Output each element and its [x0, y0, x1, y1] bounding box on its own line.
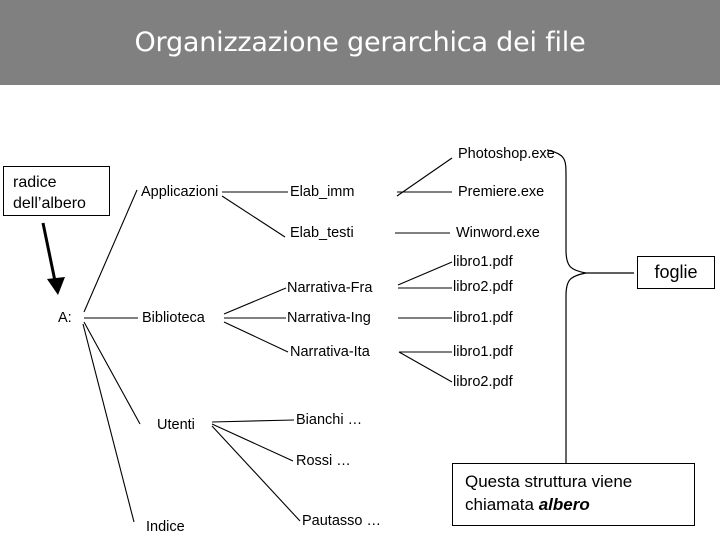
foglie-callout-label: foglie — [654, 262, 698, 282]
tree-leaf-libro2-ita[interactable]: libro2.pdf — [453, 374, 513, 390]
root-callout-arrow-shaft — [41, 222, 58, 287]
page-title: Organizzazione gerarchica dei file — [134, 27, 586, 58]
tree-leaf-winword[interactable]: Winword.exe — [456, 225, 540, 241]
tree-leaf-libro2-fra[interactable]: libro2.pdf — [453, 279, 513, 295]
tree-leaf-libro1-ita[interactable]: libro1.pdf — [453, 344, 513, 360]
root-callout-line1: radice — [13, 174, 57, 191]
albero-callout-line1: Questa struttura viene — [465, 472, 633, 491]
albero-callout-box: Questa struttura viene chiamata albero — [452, 463, 695, 526]
tree-leaf-libro1-ing[interactable]: libro1.pdf — [453, 310, 513, 326]
tree-node-narrativa-fra[interactable]: Narrativa-Fra — [287, 280, 373, 296]
edge-narrfra-libro1 — [397, 261, 453, 286]
tree-node-elab-imm[interactable]: Elab_imm — [290, 184, 355, 200]
albero-callout-emphasis: albero — [538, 494, 590, 514]
tree-node-biblioteca[interactable]: Biblioteca — [142, 310, 205, 326]
tree-leaf-premiere[interactable]: Premiere.exe — [458, 184, 545, 200]
foglie-callout-box: foglie — [637, 256, 715, 289]
root-callout-arrow-head — [47, 277, 65, 295]
edge-root-utenti — [83, 321, 141, 425]
tree-node-root[interactable]: A: — [58, 310, 72, 326]
tree-node-narrativa-ita[interactable]: Narrativa-Ita — [290, 344, 370, 360]
root-callout-line2: dell’albero — [13, 195, 86, 213]
edge-biblioteca-narrfra — [223, 287, 287, 315]
tree-node-indice[interactable]: Indice — [146, 519, 185, 535]
edge-elabimm-photoshop — [396, 157, 453, 197]
edge-root-indice — [82, 323, 135, 523]
tree-node-rossi[interactable]: Rossi … — [296, 453, 351, 469]
edge-narrita-libro2 — [398, 351, 453, 383]
albero-callout-line2-prefix: chiamata — [465, 494, 539, 514]
edge-biblioteca-narrita — [223, 321, 289, 353]
edge-applicazioni-elabtesti — [221, 195, 286, 238]
albero-callout-line2: chiamata albero — [465, 494, 694, 517]
tree-node-pautasso[interactable]: Pautasso … — [302, 513, 381, 529]
edge-utenti-pautasso — [211, 425, 301, 522]
tree-node-applicazioni[interactable]: Applicazioni — [141, 184, 219, 200]
edge-utenti-bianchi — [211, 419, 295, 423]
tree-node-elab-testi[interactable]: Elab_testi — [290, 225, 354, 241]
tree-leaf-photoshop[interactable]: Photoshop.exe — [458, 146, 555, 162]
tree-node-narrativa-ing[interactable]: Narrativa-Ing — [287, 310, 371, 326]
title-banner — [0, 0, 720, 85]
tree-node-bianchi[interactable]: Bianchi … — [296, 412, 363, 428]
edge-utenti-rossi — [211, 423, 294, 462]
tree-leaf-libro1-fra[interactable]: libro1.pdf — [453, 254, 513, 270]
tree-node-utenti[interactable]: Utenti — [157, 417, 195, 433]
root-callout-box: radice dell’albero — [3, 166, 110, 216]
foglie-brace — [545, 149, 587, 515]
